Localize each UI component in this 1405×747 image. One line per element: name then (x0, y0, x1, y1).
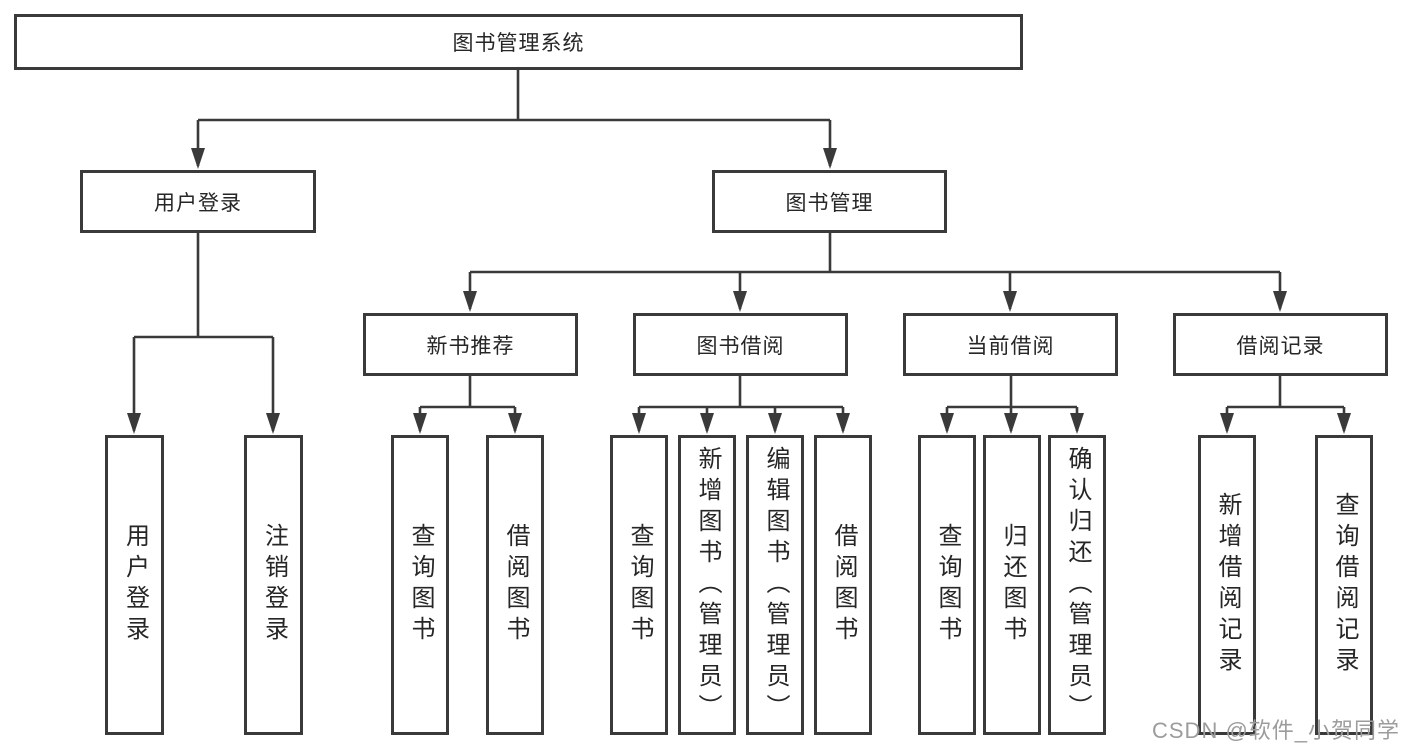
leaf-user-login: 用户登录 (105, 435, 164, 735)
node-label: 新增图书（管理员） (694, 445, 721, 725)
node-label: 查询图书 (407, 523, 434, 647)
node-label: 新增借阅记录 (1214, 492, 1241, 678)
leaf-add-borrow-record: 新增借阅记录 (1198, 435, 1256, 735)
node-book-borrowing: 图书借阅 (633, 313, 848, 376)
connector-root-to-level2 (191, 70, 837, 169)
node-library-management-system: 图书管理系统 (14, 14, 1023, 70)
node-label: 用户登录 (154, 191, 242, 215)
leaf-logout: 注销登录 (244, 435, 303, 735)
connector-new-books-to-leaves (413, 376, 522, 434)
csdn-watermark: CSDN @软件_小贺同学 (1152, 718, 1401, 743)
node-label: 注销登录 (260, 523, 288, 647)
node-borrowing-records: 借阅记录 (1173, 313, 1388, 376)
connector-current-borrow-to-leaves (940, 376, 1084, 434)
node-label: 借阅记录 (1236, 334, 1325, 358)
node-label: 新书推荐 (426, 334, 515, 358)
leaf-query-books-borrow: 查询图书 (610, 435, 668, 735)
node-label: 图书借阅 (696, 334, 785, 358)
leaf-add-books-admin: 新增图书（管理员） (678, 435, 736, 735)
node-current-borrowing: 当前借阅 (903, 313, 1118, 376)
leaf-borrow-books-recommend: 借阅图书 (486, 435, 544, 735)
connector-user-login-to-leaves (127, 233, 280, 434)
node-label: 查询借阅记录 (1331, 492, 1358, 678)
node-label: 借阅图书 (830, 523, 857, 647)
node-label: 查询图书 (934, 523, 961, 647)
node-label: 用户登录 (121, 523, 149, 647)
node-label: 图书管理 (785, 191, 874, 215)
connector-book-borrow-to-leaves (632, 376, 850, 434)
node-label: 编辑图书（管理员） (762, 445, 789, 725)
leaf-query-books-recommend: 查询图书 (391, 435, 449, 735)
leaf-query-books-current: 查询图书 (918, 435, 976, 735)
node-label: 查询图书 (626, 523, 653, 647)
leaf-borrow-books: 借阅图书 (814, 435, 872, 735)
connector-book-mgmt-to-level3 (463, 233, 1287, 312)
node-label: 归还图书 (999, 523, 1026, 647)
node-label: 确认归还（管理员） (1064, 445, 1091, 725)
leaf-confirm-return-admin: 确认归还（管理员） (1048, 435, 1106, 735)
connector-records-to-leaves (1220, 376, 1351, 434)
leaf-edit-books-admin: 编辑图书（管理员） (746, 435, 804, 735)
node-user-login-branch: 用户登录 (80, 170, 316, 233)
node-label: 图书管理系统 (452, 32, 585, 55)
leaf-query-borrow-record: 查询借阅记录 (1315, 435, 1373, 735)
node-new-book-recommendation: 新书推荐 (363, 313, 578, 376)
node-book-management: 图书管理 (712, 170, 947, 233)
node-label: 当前借阅 (966, 334, 1055, 358)
leaf-return-books: 归还图书 (983, 435, 1041, 735)
node-label: 借阅图书 (502, 523, 529, 647)
